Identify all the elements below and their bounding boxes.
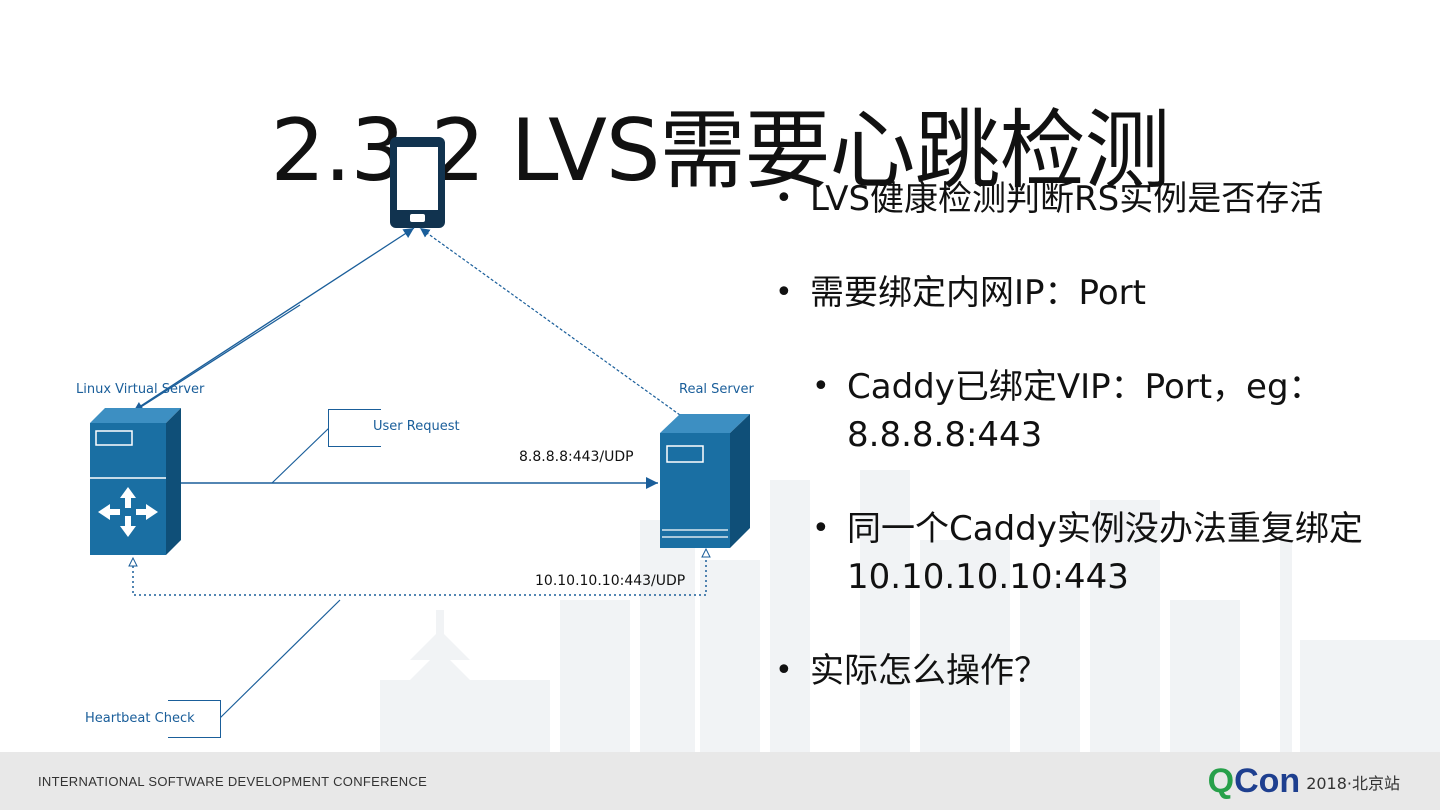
real-server-icon <box>660 414 750 548</box>
logo-year: 2018·北京站 <box>1306 773 1400 793</box>
bullet-item: 同一个Caddy实例没办法重复绑定10.10.10.10:443 <box>775 505 1425 601</box>
heartbeat-path <box>132 560 707 596</box>
heartbeat-arrow-lvs <box>128 556 138 567</box>
public-address-label: 8.8.8.8:443/UDP <box>519 449 634 465</box>
bullet-item: 实际怎么操作？ <box>775 647 1425 695</box>
bullet-item: 需要绑定内网IP：Port <box>775 269 1425 317</box>
user-request-label: User Request <box>373 419 460 434</box>
mobile-phone-icon <box>390 137 445 228</box>
user-request-callout <box>328 409 381 447</box>
user-request-leader <box>271 427 330 484</box>
footer-bar: INTERNATIONAL SOFTWARE DEVELOPMENT CONFE… <box>0 752 1440 810</box>
private-address-label: 10.10.10.10:443/UDP <box>535 573 686 589</box>
real-server-label: Real Server <box>679 382 754 397</box>
lvs-label: Linux Virtual Server <box>76 382 205 397</box>
bullet-item: Caddy已绑定VIP：Port，eg：8.8.8.8:443 <box>775 363 1425 459</box>
rs-to-phone-line <box>419 227 681 416</box>
bullet-item: LVS健康检测判断RS实例是否存活 <box>775 175 1425 223</box>
phone-to-lvs-arrow <box>132 304 301 413</box>
lvs-server-icon <box>90 408 181 555</box>
heartbeat-arrow-rs <box>701 547 711 558</box>
heartbeat-callout <box>168 700 221 738</box>
heartbeat-leader <box>219 599 341 719</box>
logo-con: Con <box>1234 762 1301 800</box>
conference-name: INTERNATIONAL SOFTWARE DEVELOPMENT CONFE… <box>38 774 428 789</box>
lvs-to-phone-line <box>132 227 415 412</box>
heartbeat-label: Heartbeat Check <box>85 711 195 726</box>
logo-q: Q <box>1207 762 1235 800</box>
qcon-logo: Q Con 2018·北京站 <box>1208 762 1400 801</box>
bullet-list: LVS健康检测判断RS实例是否存活 需要绑定内网IP：Port Caddy已绑定… <box>775 175 1425 695</box>
